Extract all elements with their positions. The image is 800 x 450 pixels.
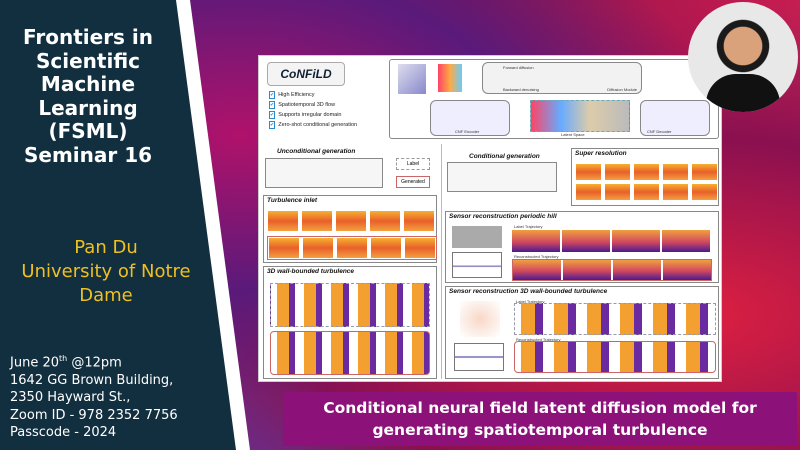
latent-space: Latent Space (530, 100, 630, 137)
talk-title-line-1: Conditional neural field latent diffusio… (323, 399, 757, 417)
cnf-encoder: CNF Encoder (430, 100, 510, 136)
flow-snapshots (398, 64, 426, 94)
sensor-3d-panel: Sensor reconstruction 3D wall-bounded tu… (445, 286, 719, 379)
conditional-heading: Conditional generation (469, 153, 540, 160)
cnf-decoder: CNF Decoder (640, 100, 710, 136)
confild-logo: CoNFiLD (267, 62, 345, 86)
passcode: Passcode - 2024 (10, 425, 117, 441)
architecture-diagram: Forward diffusion Backward denoising Dif… (389, 59, 719, 139)
generated-legend: Generated (396, 176, 430, 188)
speaker-photo (688, 2, 798, 112)
research-figure: CoNFiLD High Efficiency Spatiotemporal 3… (258, 55, 722, 382)
location-line-1: 1642 GG Brown Building, (10, 372, 174, 388)
periodic-hill-panel: Sensor reconstruction periodic hill Labe… (445, 211, 719, 283)
unconditional-pipeline (265, 158, 383, 188)
latent-matrix (438, 64, 462, 92)
diffusion-module: Forward diffusion Backward denoising Dif… (482, 62, 642, 94)
feature-item: Supports irregular domain (269, 112, 341, 118)
zoom-id: Zoom ID - 978 2352 7756 (10, 407, 178, 423)
event-details: June 20th @12pm 1642 GG Brown Building, … (10, 350, 178, 442)
wall-bounded-panel: 3D wall-bounded turbulence (263, 266, 437, 379)
speaker-name: Pan Du (74, 237, 138, 258)
unconditional-heading: Unconditional generation (277, 148, 356, 155)
event-date: June 20th @12pm (10, 354, 122, 371)
super-resolution-panel: Super resolution (571, 148, 719, 206)
talk-title-banner: Conditional neural field latent diffusio… (283, 392, 797, 446)
turbulence-inlet-panel: Turbulence inlet (263, 195, 437, 263)
talk-title-line-2: generating spatiotemporal turbulence (372, 421, 708, 439)
feature-item: High Efficiency (269, 92, 314, 98)
conditional-pipeline (447, 162, 557, 192)
label-legend: Label (396, 158, 430, 170)
speaker-info: Pan Du University of Notre Dame (0, 236, 212, 308)
location-line-2: 2350 Hayward St., (10, 390, 131, 406)
speaker-affiliation: University of Notre Dame (21, 261, 191, 306)
feature-item: Zero-shot conditional generation (269, 122, 357, 128)
seminar-title: Frontiers in Scientific Machine Learning… (22, 25, 154, 167)
feature-item: Spatiotemporal 3D flow (269, 102, 335, 108)
